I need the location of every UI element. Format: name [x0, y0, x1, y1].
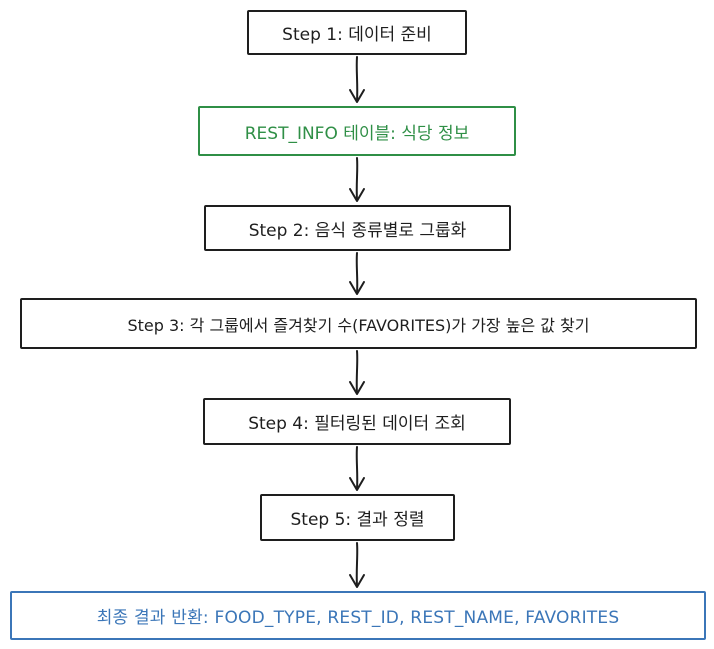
- flow-node-step4-label: Step 4: 필터링된 데이터 조회: [248, 414, 466, 434]
- arrow-rest-info-to-step2: [349, 157, 365, 202]
- flow-node-step2: Step 2: 음식 종류별로 그룹화: [204, 205, 511, 251]
- flow-node-step4: Step 4: 필터링된 데이터 조회: [203, 398, 511, 445]
- flow-node-step1-label: Step 1: 데이터 준비: [282, 25, 432, 45]
- flow-node-step1: Step 1: 데이터 준비: [247, 10, 467, 55]
- flow-node-rest-info-table: REST_INFO 테이블: 식당 정보: [198, 106, 516, 156]
- flow-node-rest-info-label: REST_INFO 테이블: 식당 정보: [244, 123, 470, 144]
- flow-node-step3-label: Step 3: 각 그룹에서 즐겨찾기 수(FAVORITES)가 가장 높은 …: [127, 315, 590, 335]
- flow-node-step5-label: Step 5: 결과 정렬: [290, 510, 425, 530]
- flow-node-final-result-label: 최종 결과 반환: FOOD_TYPE, REST_ID, REST_NAME,…: [96, 608, 620, 628]
- flow-node-final-result: 최종 결과 반환: FOOD_TYPE, REST_ID, REST_NAME,…: [10, 591, 706, 640]
- arrow-step5-to-final: [349, 542, 365, 588]
- arrow-step1-to-rest-info: [349, 56, 365, 103]
- arrow-step4-to-step5: [349, 446, 365, 491]
- flow-node-step2-label: Step 2: 음식 종류별로 그룹화: [248, 220, 467, 241]
- arrow-step2-to-step3: [349, 252, 365, 295]
- arrow-step3-to-step4: [349, 350, 365, 395]
- flow-node-step3: Step 3: 각 그룹에서 즐겨찾기 수(FAVORITES)가 가장 높은 …: [20, 298, 697, 349]
- flow-node-step5: Step 5: 결과 정렬: [260, 494, 455, 541]
